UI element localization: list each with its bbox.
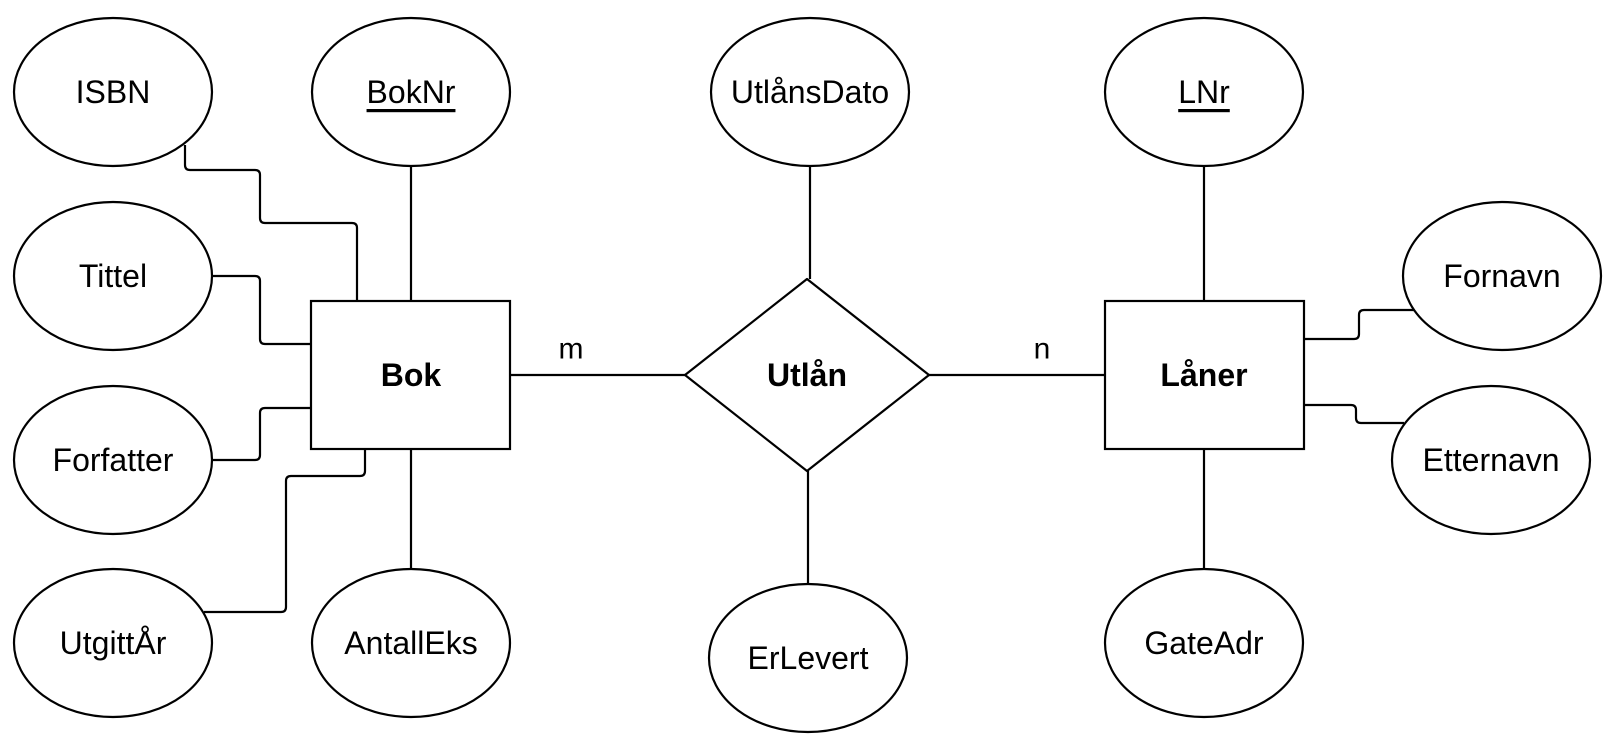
key-attribute-label: LNr (1178, 74, 1230, 110)
connector-fornavn (1304, 308, 1417, 341)
attribute-lnr: LNr (1103, 16, 1305, 168)
attribute-label: UtlånsDato (731, 74, 889, 110)
attribute-label: UtgittÅr (60, 625, 167, 661)
cardinality-m: m (559, 333, 584, 366)
cardinality-n: n (1034, 333, 1051, 366)
attribute-label: GateAdr (1144, 625, 1264, 661)
attribute-label: Fornavn (1443, 258, 1560, 294)
attribute-utgittaar: UtgittÅr (12, 567, 214, 719)
attribute-utlaansdato: UtlånsDato (709, 16, 911, 168)
attribute-antalleks: AntallEks (310, 567, 512, 719)
relationship-label: Utlån (767, 357, 847, 393)
attribute-label: ISBN (76, 74, 151, 110)
attribute-etternavn: Etternavn (1390, 384, 1592, 536)
attribute-erlevert: ErLevert (707, 582, 909, 734)
attribute-tittel: Tittel (12, 200, 214, 352)
entity-label: Låner (1160, 357, 1247, 393)
connector-tittel (211, 274, 311, 346)
entity-bok: Bok (309, 299, 512, 451)
connector-forfatter (211, 406, 311, 462)
connector-isbn (183, 145, 359, 301)
attribute-forfatter: Forfatter (12, 384, 214, 536)
connectors (183, 145, 1417, 614)
attribute-gateadr: GateAdr (1103, 567, 1305, 719)
attribute-isbn: ISBN (12, 16, 214, 168)
attribute-label: Tittel (79, 258, 147, 294)
attribute-label: Forfatter (53, 442, 174, 478)
attribute-fornavn: Fornavn (1401, 200, 1603, 352)
entity-label: Bok (381, 357, 442, 393)
entity-laaner: Låner (1103, 299, 1306, 451)
attribute-label: AntallEks (344, 625, 477, 661)
key-attribute-label: BokNr (367, 74, 456, 110)
connector-etternavn (1304, 403, 1404, 425)
attribute-boknr: BokNr (310, 16, 512, 168)
attribute-label: Etternavn (1423, 442, 1560, 478)
attribute-label: ErLevert (748, 640, 869, 676)
relationship-utlaan: Utlån (683, 277, 931, 473)
connector-utgittaar (204, 449, 367, 614)
